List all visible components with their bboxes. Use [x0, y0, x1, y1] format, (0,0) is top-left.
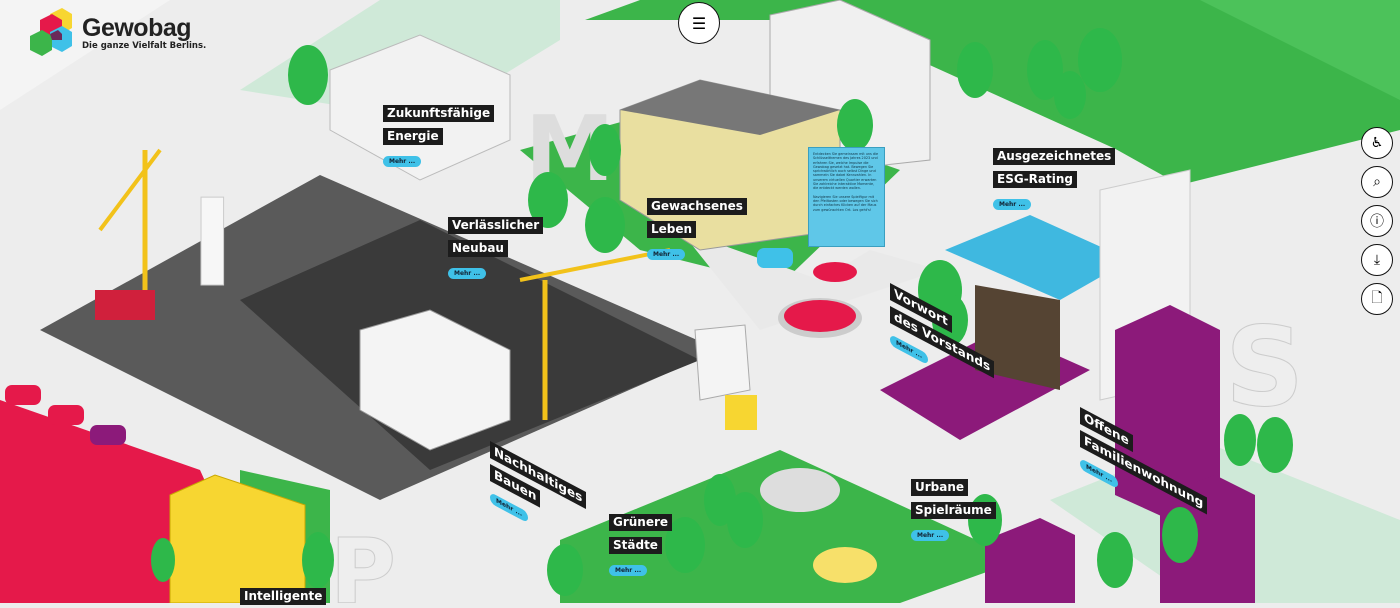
more-button[interactable]: Mehr ... [609, 565, 648, 576]
svg-text:P: P [330, 520, 396, 603]
hotspot-intelligente[interactable]: Intelligente [240, 585, 327, 608]
hotspot-title: Zukunftsfähige [383, 105, 495, 122]
sign-text-navigation: Navigieren Sie unsere Spielfigur mit den… [813, 194, 878, 212]
hotspot-title: Intelligente [240, 588, 327, 605]
info-icon: ⓘ [1370, 214, 1384, 230]
hotspot-urbane-spielraeume[interactable]: Urbane Spielräume Mehr ... [911, 476, 996, 541]
document-icon: 🗋 [1371, 290, 1383, 306]
hotspot-zukunftsfaehige-energie[interactable]: Zukunftsfähige Energie Mehr ... [383, 102, 495, 167]
accessibility-icon: ♿ [1370, 135, 1384, 151]
brand-name: Gewobag [82, 13, 192, 42]
search-icon: ⌕ [1373, 174, 1381, 190]
more-button[interactable]: Mehr ... [993, 199, 1032, 210]
hotspot-title: Verlässlicher [448, 217, 544, 234]
hotspot-gewachsenes-leben[interactable]: Gewachsenes Leben Mehr ... [647, 195, 747, 260]
hotspot-title: Neubau [448, 240, 508, 257]
hotspot-title: Leben [647, 221, 697, 238]
download-button[interactable]: ⤓ [1361, 244, 1393, 276]
document-button[interactable]: 🗋 [1361, 283, 1393, 315]
intro-sign: Entdecken Sie gemeinsam mit uns die Schl… [808, 147, 885, 247]
search-button[interactable]: ⌕ [1361, 166, 1393, 198]
hotspot-gruenere-staedte[interactable]: Grünere Städte Mehr ... [609, 511, 673, 576]
side-toolbar: ♿ ⌕ ⓘ ⤓ 🗋 [1361, 127, 1393, 315]
svg-text:S: S [1225, 303, 1304, 431]
hotspot-verlaesslicher-neubau[interactable]: Verlässlicher Neubau Mehr ... [448, 214, 544, 279]
hotspot-title: Gewachsenes [647, 198, 747, 215]
hotspot-title: Städte [609, 537, 662, 554]
hotspot-esg-rating[interactable]: Ausgezeichnetes ESG-Rating Mehr ... [993, 145, 1116, 210]
hotspot-title: ESG-Rating [993, 171, 1077, 188]
hotspot-title: Energie [383, 128, 443, 145]
hamburger-icon: ☰ [691, 13, 707, 33]
more-button[interactable]: Mehr ... [383, 156, 422, 167]
accessibility-button[interactable]: ♿ [1361, 127, 1393, 159]
gewobag-logo[interactable]: Gewobag Die ganze Vielfalt Berlins. [28, 8, 206, 56]
more-button[interactable]: Mehr ... [647, 249, 686, 260]
info-button[interactable]: ⓘ [1361, 205, 1393, 237]
logo-cubes-icon [30, 8, 72, 56]
hotspot-title: Ausgezeichnetes [993, 148, 1116, 165]
brand-tagline: Die ganze Vielfalt Berlins. [82, 40, 207, 51]
more-button[interactable]: Mehr ... [911, 530, 950, 541]
hotspot-title: Grünere [609, 514, 673, 531]
download-icon: ⤓ [1373, 252, 1381, 268]
hotspot-title: Urbane [911, 479, 969, 496]
svg-text:I: I [190, 175, 235, 314]
hotspot-title: Spielräume [911, 502, 996, 519]
sign-text-intro: Entdecken Sie gemeinsam mit uns die Schl… [813, 152, 879, 191]
more-button[interactable]: Mehr ... [448, 268, 487, 279]
menu-button[interactable]: ☰ [678, 2, 720, 44]
